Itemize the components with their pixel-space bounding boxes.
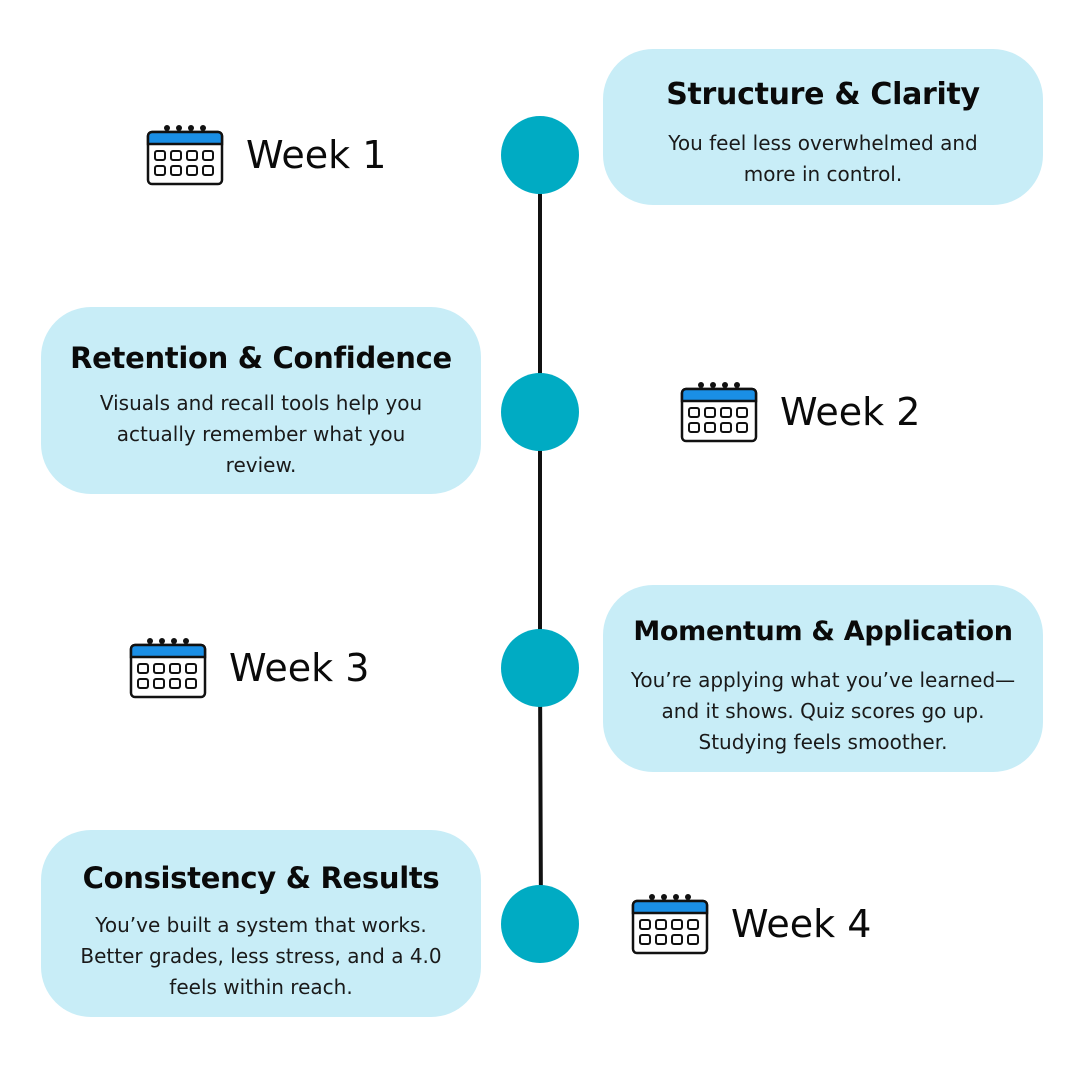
week-label-text: Week 3 [229,646,370,690]
timeline-node-week-4 [501,885,579,963]
milestone-card-text: You’re applying what you’ve learned—and … [630,668,1016,754]
week-label-4: Week 4 [631,893,871,955]
week-label-text: Week 1 [246,133,387,177]
milestone-card-title: Structure & Clarity [666,77,980,112]
milestone-card-text: You feel less overwhelmed and more in co… [668,131,978,186]
milestone-card-3: Momentum & Application You’re applying w… [603,585,1043,772]
milestone-card-4: Consistency & Results You’ve built a sys… [41,830,481,1017]
timeline-node-week-3 [501,629,579,707]
calendar-icon [146,124,224,186]
timeline-line [538,155,543,925]
milestone-card-text: Visuals and recall tools help you actual… [99,391,423,477]
milestone-card-1: Structure & Clarity You feel less overwh… [603,49,1043,205]
timeline-node-week-1 [501,116,579,194]
week-label-3: Week 3 [129,637,369,699]
milestone-card-title: Consistency & Results [82,861,440,895]
milestone-card-title: Momentum & Application [633,616,1013,647]
week-label-1: Week 1 [146,124,386,186]
milestone-card-2: Retention & Confidence Visuals and recal… [41,307,481,494]
milestone-card-title: Retention & Confidence [70,341,452,375]
week-label-text: Week 2 [780,390,921,434]
calendar-icon [680,381,758,443]
calendar-icon [631,893,709,955]
week-label-text: Week 4 [731,902,872,946]
calendar-icon [129,637,207,699]
milestone-card-text: You’ve built a system that works. Better… [80,913,442,999]
week-label-2: Week 2 [680,381,920,443]
timeline-node-week-2 [501,373,579,451]
